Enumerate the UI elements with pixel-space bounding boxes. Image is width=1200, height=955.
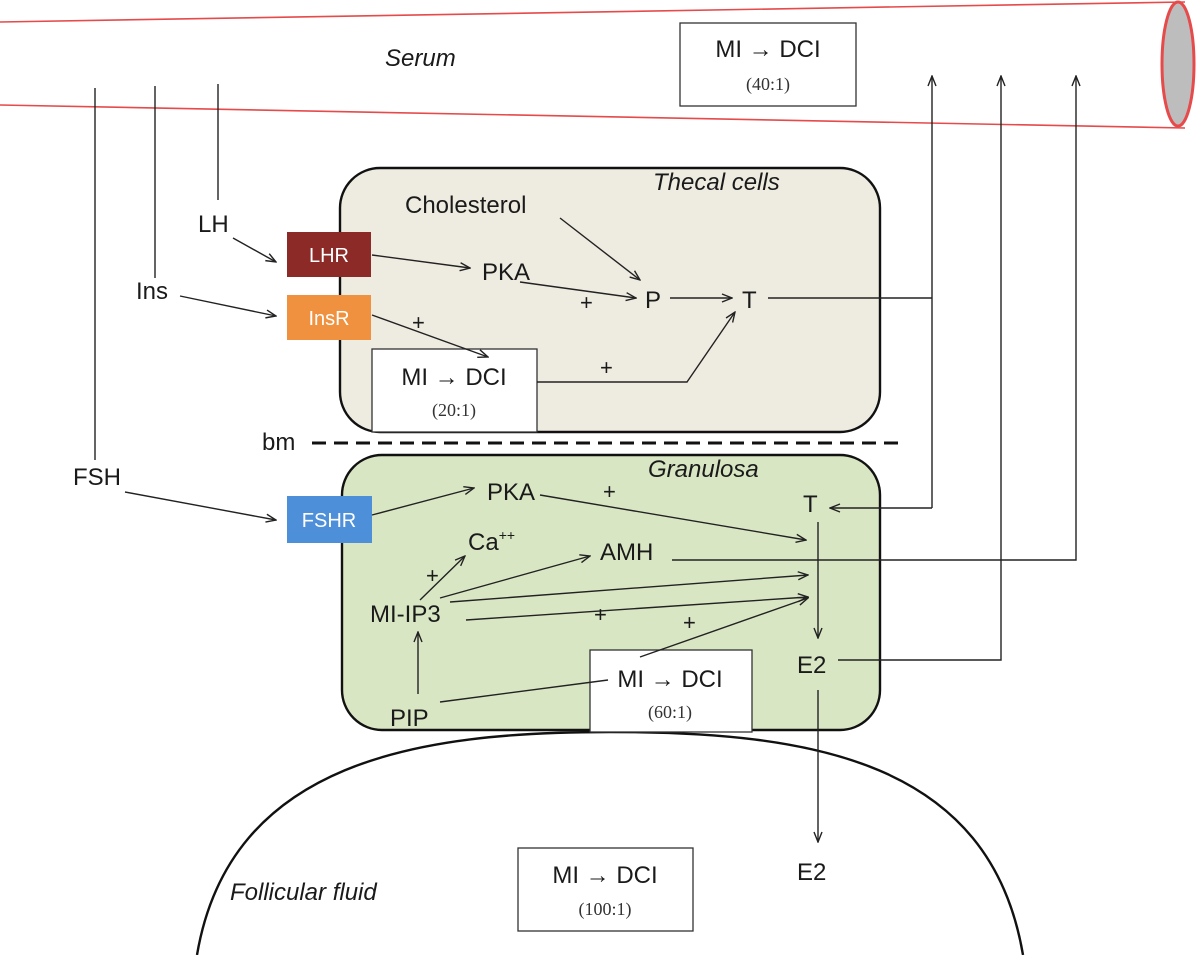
mi-ip3-to-aromatase-arrow-2 bbox=[465, 597, 808, 621]
fsh-label: FSH bbox=[73, 464, 121, 491]
fshr-to-pka-arrow bbox=[371, 488, 474, 516]
ins-label: Ins bbox=[136, 278, 168, 305]
plus-sign: + bbox=[600, 355, 613, 380]
ins-to-insr-arrow bbox=[179, 295, 276, 316]
fsh-to-fshr-arrow bbox=[124, 491, 276, 520]
pka-to-p-arrow bbox=[519, 281, 636, 298]
mi-ip3-to-amh-arrow bbox=[439, 556, 590, 599]
follicular-conversion-ratio: (100:1) bbox=[579, 899, 632, 920]
plus-sign: + bbox=[412, 310, 425, 335]
lhr-receptor bbox=[287, 232, 371, 277]
amh-to-serum-arrow bbox=[672, 76, 1076, 561]
mi-ip3-label: MI-IP3 bbox=[370, 601, 441, 628]
thecal-conversion-box bbox=[371, 348, 538, 433]
pka-to-aromatase-arrow bbox=[539, 494, 806, 540]
lhr-to-pka-arrow bbox=[371, 254, 470, 268]
pip-label: PIP bbox=[390, 705, 429, 732]
granulosa-e2-label: E2 bbox=[797, 652, 826, 679]
calcium-charge: ++ bbox=[499, 527, 515, 543]
serum-label: Serum bbox=[385, 45, 456, 72]
plus-sign: + bbox=[594, 602, 607, 627]
mi-ip3-to-aromatase-arrow bbox=[449, 575, 808, 603]
plus-sign: + bbox=[580, 290, 593, 315]
pip-to-dci-line bbox=[439, 679, 609, 703]
vessel-lower-wall bbox=[0, 104, 1186, 129]
thecal-testosterone-label: T bbox=[742, 287, 757, 314]
dci-to-aromatase-arrow bbox=[639, 598, 808, 658]
follicular-e2-label: E2 bbox=[797, 859, 826, 886]
granulosa-label: Granulosa bbox=[648, 456, 759, 483]
mi-ip3-to-ca-arrow bbox=[419, 556, 465, 601]
follicular-conversion-box bbox=[517, 847, 694, 932]
thecal-conversion-ratio: (20:1) bbox=[432, 400, 476, 421]
vessel-cross-section bbox=[1160, 0, 1196, 128]
fshr-label: FSHR bbox=[302, 510, 356, 532]
serum-conversion-box bbox=[679, 22, 857, 107]
insr-receptor bbox=[287, 295, 371, 340]
follicular-fluid-label: Follicular fluid bbox=[230, 879, 377, 906]
granulosa-conversion-label: MI → DCI bbox=[617, 666, 722, 693]
dci-to-t-arrow bbox=[537, 312, 735, 383]
bm-label: bm bbox=[262, 429, 295, 456]
granulosa-testosterone-label: T bbox=[803, 491, 818, 518]
granulosa-conversion-ratio: (60:1) bbox=[648, 702, 692, 723]
thecal-conversion-label: MI → DCI bbox=[401, 364, 506, 391]
fshr-receptor bbox=[287, 496, 372, 543]
granulosa-pka-label: PKA bbox=[487, 479, 535, 506]
lh-to-lhr-arrow bbox=[232, 237, 276, 262]
vessel-upper-wall bbox=[0, 1, 1186, 23]
calcium-symbol: Ca bbox=[468, 529, 499, 556]
lhr-label: LHR bbox=[309, 245, 349, 267]
granulosa-conversion-box bbox=[589, 649, 753, 733]
serum-conversion-ratio: (40:1) bbox=[746, 74, 790, 95]
cholesterol-label: Cholesterol bbox=[405, 192, 526, 219]
plus-sign: + bbox=[603, 479, 616, 504]
thecal-cells-label: Thecal cells bbox=[653, 169, 780, 196]
thecal-pka-label: PKA bbox=[482, 259, 530, 286]
plus-sign: + bbox=[426, 563, 439, 588]
e2-to-serum-arrow bbox=[838, 76, 1001, 661]
amh-label: AMH bbox=[600, 539, 653, 566]
cholesterol-to-p-arrow bbox=[559, 217, 640, 280]
insr-to-dci-arrow bbox=[371, 314, 488, 357]
progesterone-label: P bbox=[645, 287, 661, 314]
insr-label: InsR bbox=[308, 308, 349, 330]
serum-vessel bbox=[0, 0, 1196, 129]
lh-label: LH bbox=[198, 211, 229, 238]
calcium-label: Ca++ bbox=[468, 527, 515, 556]
serum-conversion-label: MI → DCI bbox=[715, 36, 820, 63]
plus-sign: + bbox=[683, 610, 696, 635]
follicular-conversion-label: MI → DCI bbox=[552, 862, 657, 889]
